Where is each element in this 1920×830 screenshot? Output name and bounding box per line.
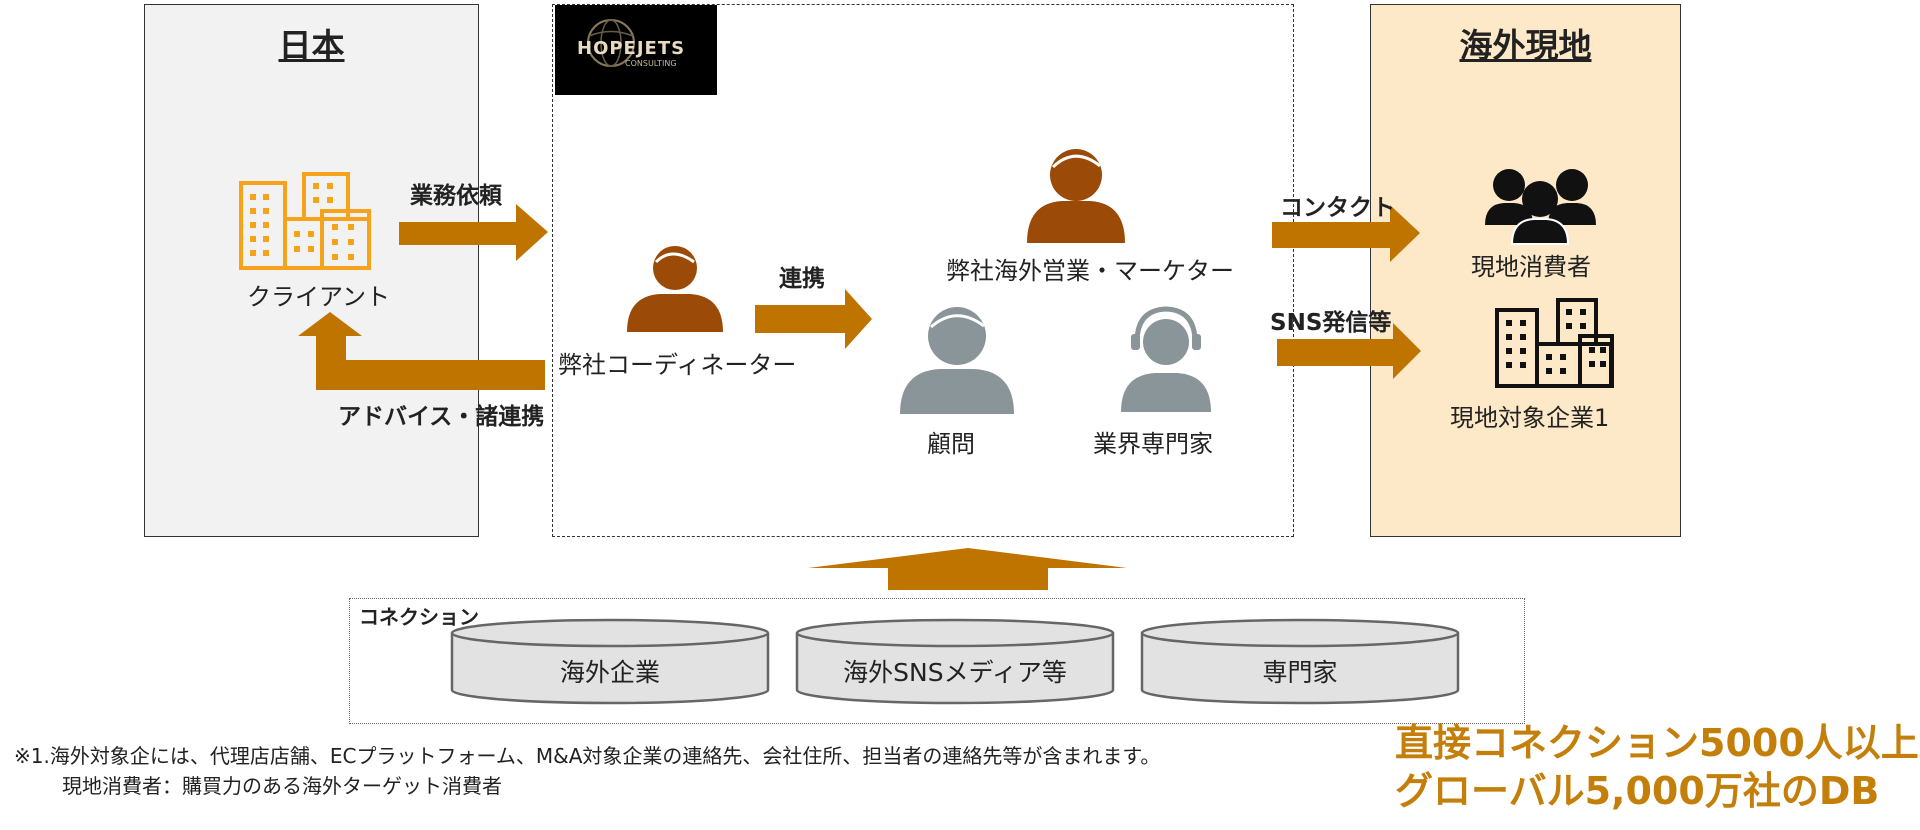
cylinder-experts [1140,618,1460,705]
japan-panel: 日本 [144,4,479,537]
cylinder-sns-media [795,618,1115,705]
company-panel [552,4,1294,537]
advice-label: アドバイス・諸連携 [338,404,545,430]
person-icon-brown-sales [1027,149,1125,243]
target-company-label: 現地対象企業1 [1450,404,1610,432]
cooperation-arrow [755,289,872,349]
logo-sub: CONSULTING [625,59,677,68]
connection-title: コネクション [359,605,479,629]
logo: HOPEJETS CONSULTING [555,5,717,95]
connection-item-overseas-companies: 海外企業 [559,658,660,687]
building-icon-black [1495,298,1614,388]
advice-arrow [298,312,545,390]
connection-area [349,598,1525,724]
sns-label: SNS発信等 [1270,310,1392,336]
globe-icon [587,19,635,67]
consumer-label: 現地消費者 [1471,253,1591,281]
building-icon-orange [239,172,371,270]
person-icon-brown-coordinator [627,246,723,332]
coordinator-label: 弊社コーディネーター [558,351,797,379]
connection-item-experts: 専門家 [1262,658,1338,687]
contact-arrow [1272,205,1420,262]
cylinder-overseas-companies [450,618,770,705]
footnote-line-1: ※1.海外対象企には、代理店店舗、ECプラットフォーム、M&A対象企業の連絡先、… [14,744,1161,768]
cooperation-label: 連携 [779,266,825,292]
client-label: クライアント [247,283,391,311]
expert-label: 業界専門家 [1093,430,1213,458]
highlight-connections: 直接コネクション5000人以上 [1395,721,1919,765]
connection-item-sns-media: 海外SNSメディア等 [843,658,1067,687]
sales-label: 弊社海外営業・マーケター [946,257,1234,285]
request-arrow [399,204,548,261]
overseas-panel: 海外現地 [1370,4,1681,537]
group-icon [1485,169,1596,245]
person-icon-gray [900,307,1014,414]
footnote-line-2: 現地消費者：購買力のある海外ターゲット消費者 [62,774,502,798]
building-windows-orange [250,183,354,260]
japan-title: 日本 [278,26,345,65]
sns-arrow [1277,323,1421,379]
connection-up-arrow [808,548,1127,590]
advisor-label: 顧問 [927,430,975,458]
contact-label: コンタクト [1280,195,1395,221]
overseas-title: 海外現地 [1459,26,1592,65]
request-label: 業務依頼 [410,183,502,209]
building-windows-black [1506,309,1606,374]
highlight-database: グローバル5,000万社のDB [1395,769,1880,813]
logo-brand: HOPEJETS [577,38,686,59]
headset-person-icon [1121,306,1211,412]
